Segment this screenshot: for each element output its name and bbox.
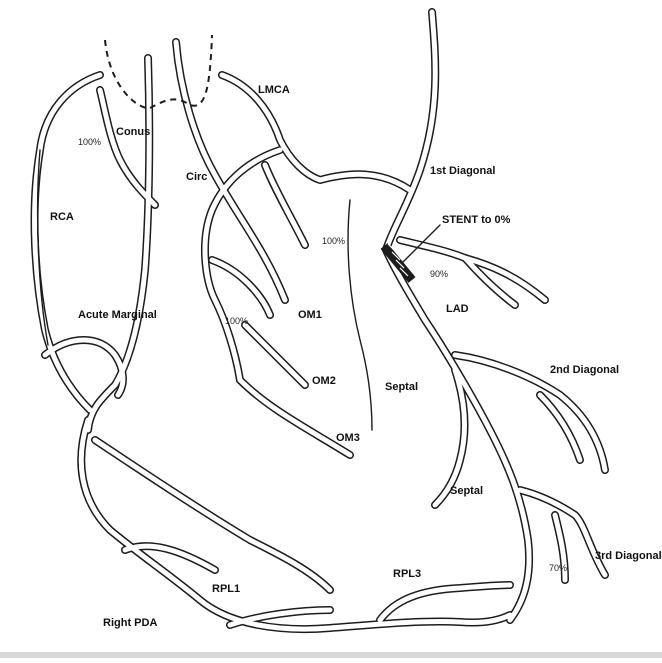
- label-om3: OM3: [336, 432, 360, 444]
- septal-upper-vessel: [348, 200, 372, 430]
- label-rca: RCA: [50, 211, 74, 223]
- label-om1: OM1: [298, 309, 322, 321]
- label-rpl1: RPL1: [212, 583, 240, 595]
- label-first-diagonal: 1st Diagonal: [430, 165, 495, 177]
- label-right-pda: Right PDA: [103, 617, 157, 629]
- label-om2: OM2: [312, 375, 336, 387]
- label-septal-lower: Septal: [450, 485, 483, 497]
- label-lad: LAD: [446, 303, 469, 315]
- label-rpl3: RPL3: [393, 568, 421, 580]
- label-acute-marginal: Acute Marginal: [78, 309, 157, 321]
- bottom-strip: [0, 652, 662, 658]
- label-circ: Circ: [186, 171, 207, 183]
- aortic-root-dashed-left: [105, 40, 150, 108]
- label-conus: Conus: [116, 126, 150, 138]
- pct-conus: 100%: [78, 137, 101, 147]
- pct-lad: 90%: [430, 269, 448, 279]
- label-septal-upper: Septal: [385, 381, 418, 393]
- pct-third-diagonal: 70%: [549, 563, 567, 573]
- label-second-diagonal: 2nd Diagonal: [550, 364, 619, 376]
- pct-septal: 100%: [322, 236, 345, 246]
- label-lmca: LMCA: [258, 84, 290, 96]
- label-third-diagonal: 3rd Diagonal: [595, 550, 662, 562]
- label-stent: STENT to 0%: [442, 214, 511, 226]
- pct-circ: 100%: [225, 316, 248, 326]
